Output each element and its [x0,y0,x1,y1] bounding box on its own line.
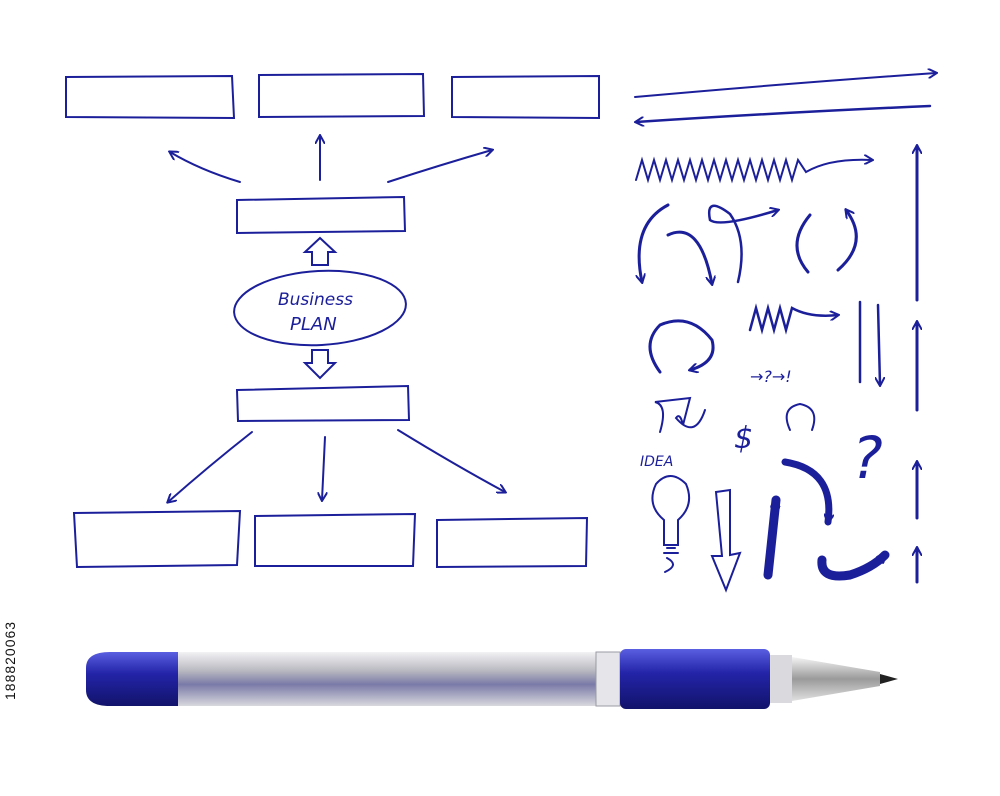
bottom-box-right [436,516,589,569]
hollow-curve-arrow [654,396,706,433]
center-label-line1: Business [278,290,353,310]
updown-arrows [858,300,880,385]
pen-tip [792,657,880,701]
idea-label: IDEA [640,454,673,470]
center-label-line2: PLAN [290,314,337,335]
zigzag-arrow [635,160,872,184]
hollow-down-arrow [302,349,338,380]
small-circle-arrow [785,402,816,431]
top-box-left [65,74,236,120]
long-arrow-right [634,73,936,98]
circular-arrows [795,210,858,274]
arrow-down-right [397,429,505,492]
hollow-up-arrow [302,236,338,266]
hollow-down-long-arrow [710,488,742,593]
business-plan-ellipse [233,269,407,347]
question-arrow-swoop [781,458,829,526]
thick-up-arrow [763,495,776,580]
top-box-middle [258,72,426,119]
bottom-box-middle [254,512,417,567]
stock-id-watermark: 188820063 [2,560,18,700]
middle-box-lower [235,384,411,423]
loop-arrow [707,204,778,284]
curly-arrow-2 [666,230,712,284]
bottom-box-left [72,509,242,569]
top-box-right [451,74,600,120]
circle-arrow-left [648,319,715,372]
curly-arrow-1 [639,203,670,282]
pen-grip [620,649,770,709]
ballpoint-pen [86,649,898,709]
arrow-down-center [322,436,325,500]
pen-barrel-ring [595,651,621,707]
question-mark: ? [852,424,883,492]
arrow-up-left [170,152,241,183]
small-marks: →?→! [750,367,792,386]
lightbulb [651,475,691,573]
pen-cap-end [86,652,180,706]
middle-box-upper [236,195,407,235]
stock-id-text: 188820063 [2,620,18,700]
arrow-down-left [168,431,253,502]
pen-barrel [178,652,618,706]
dollar-sign: $ [734,421,753,456]
thick-curve-arrow [817,550,890,581]
arrow-up-right [387,150,492,183]
scribble-arrow [748,303,838,335]
pen-grip-ring [770,655,792,703]
pen-point [880,674,898,684]
long-arrow-left [636,104,932,122]
